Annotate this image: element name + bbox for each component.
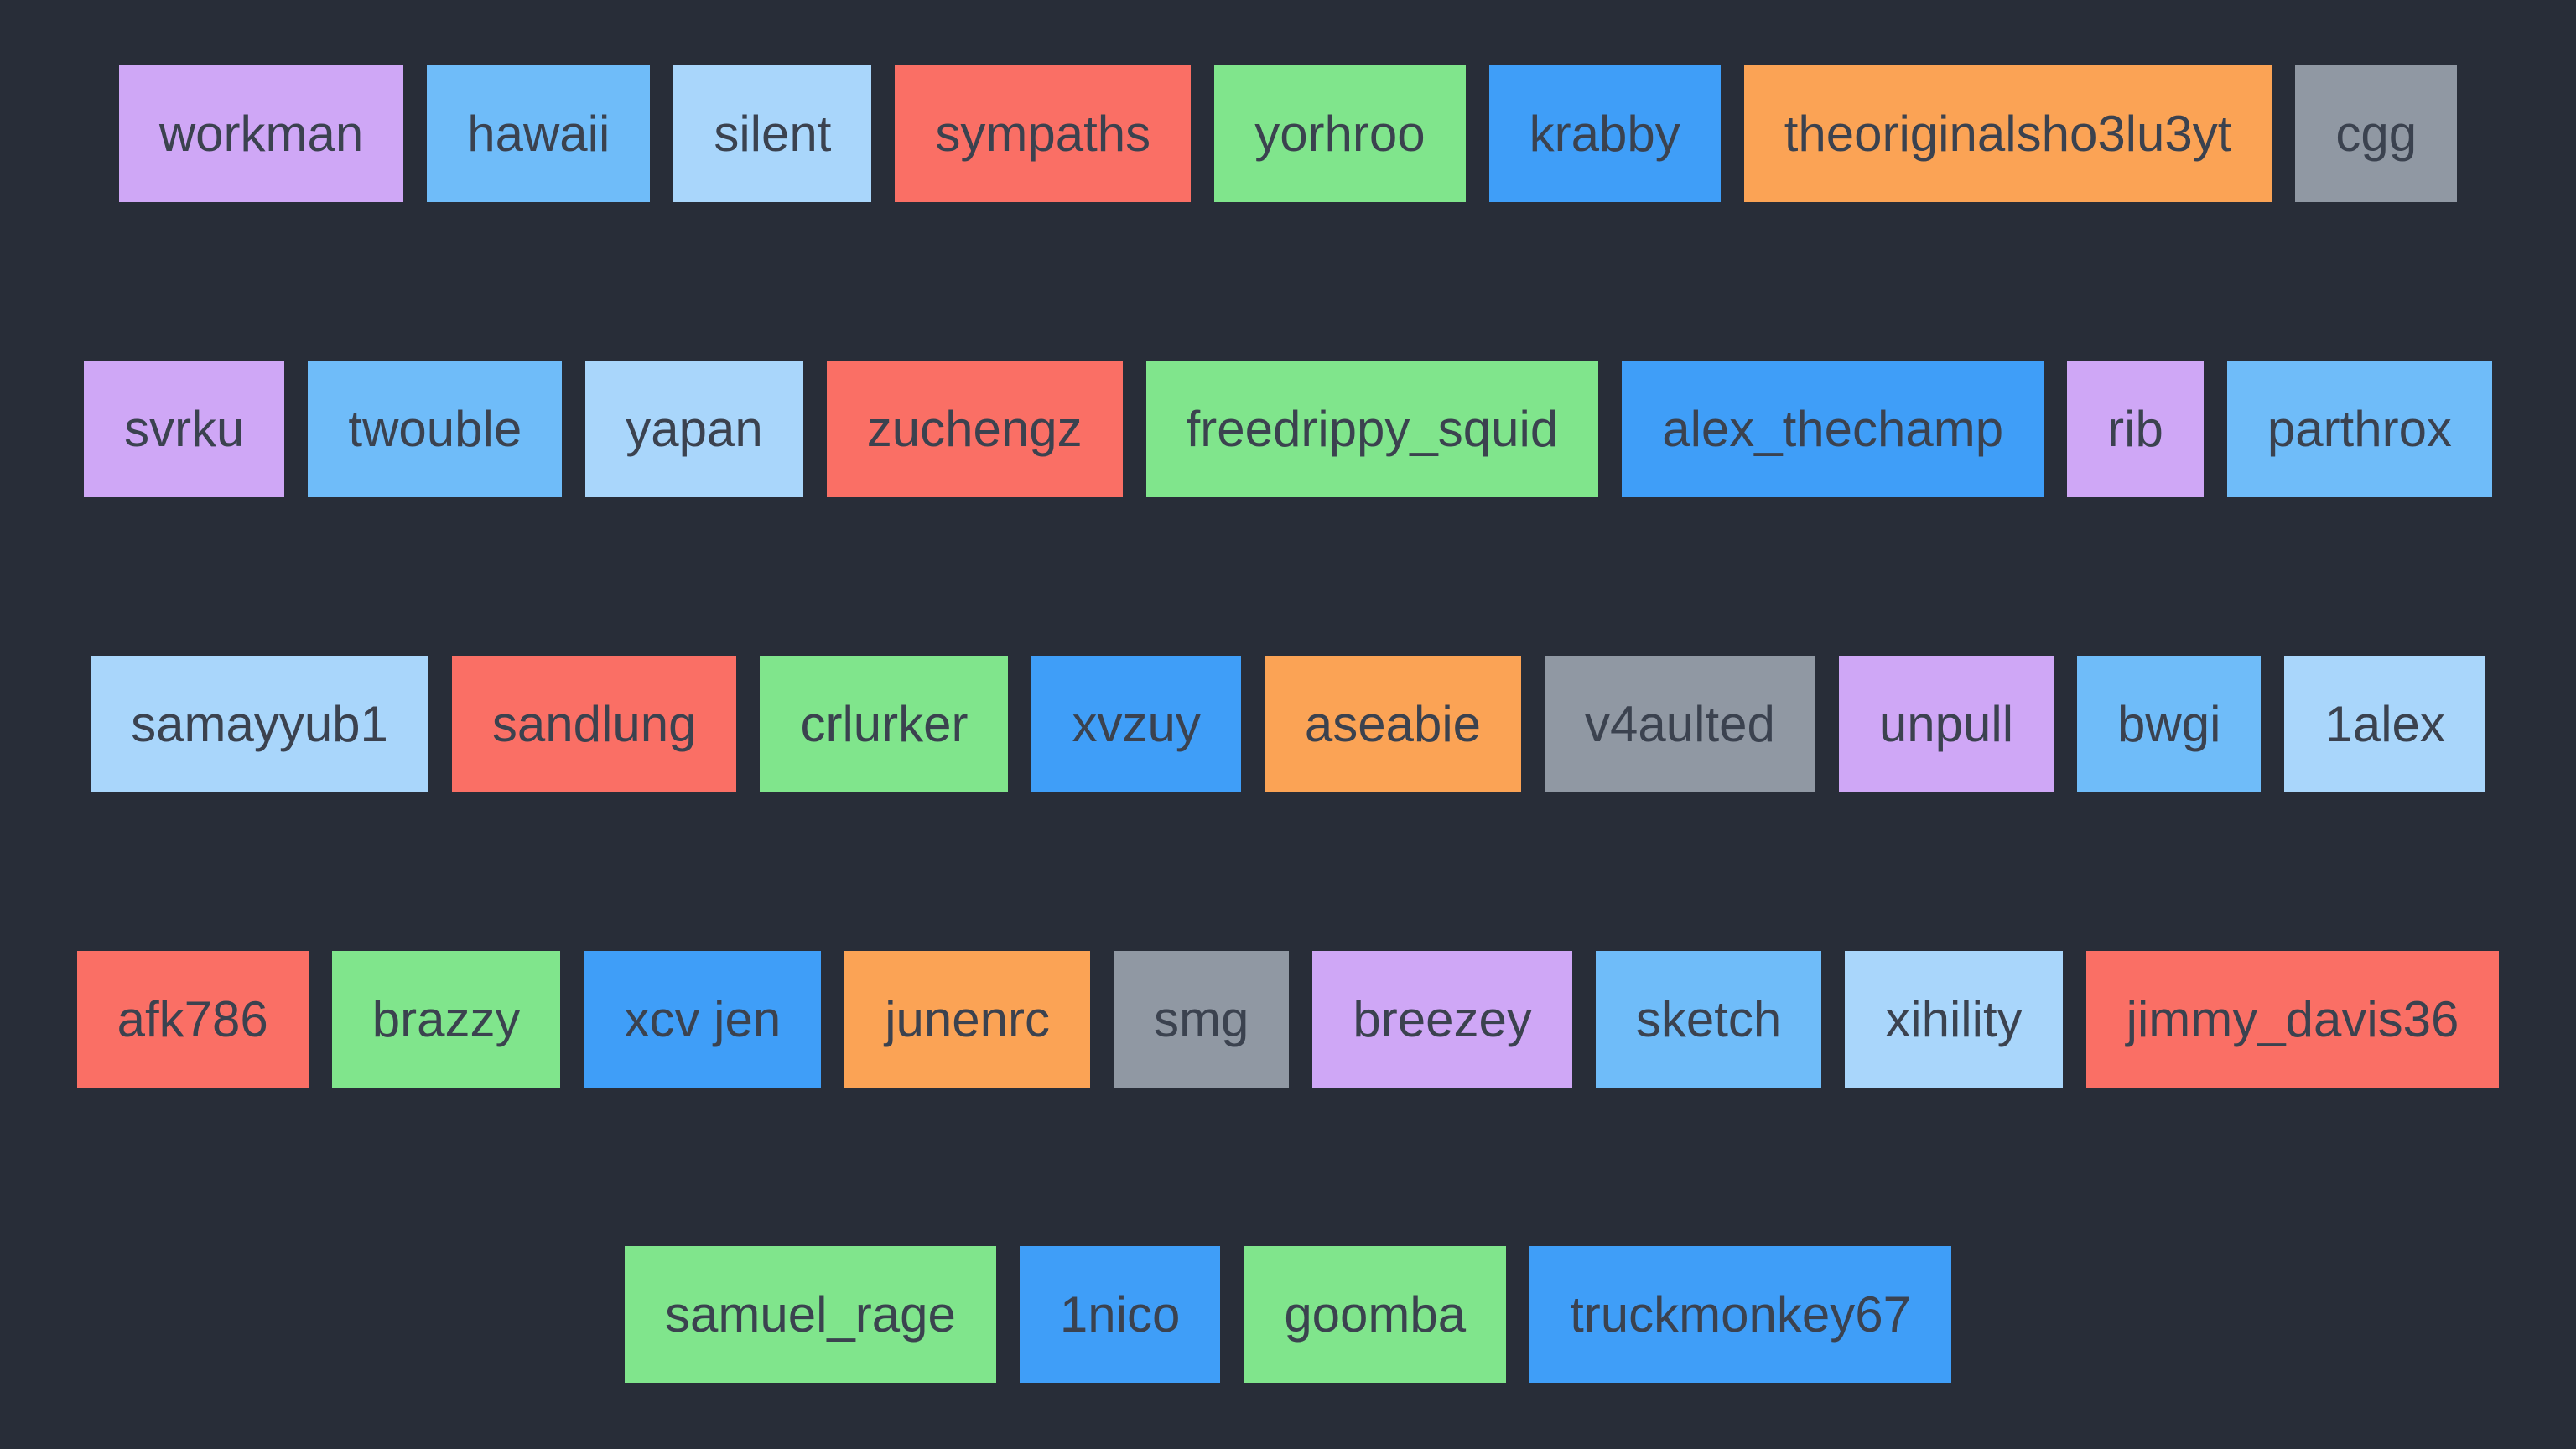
user-tag[interactable]: truckmonkey67 xyxy=(1530,1246,1951,1383)
user-tag[interactable]: samuel_rage xyxy=(625,1246,996,1383)
user-tag[interactable]: krabby xyxy=(1488,65,1721,202)
user-tag[interactable]: svrku xyxy=(84,361,285,497)
user-tag[interactable]: alex_thechamp xyxy=(1622,361,2044,497)
user-tag[interactable]: sympaths xyxy=(895,65,1192,202)
user-tag[interactable]: zuchengz xyxy=(826,361,1123,497)
user-tag[interactable]: goomba xyxy=(1244,1246,1507,1383)
user-tag[interactable]: xcv jen xyxy=(584,951,822,1088)
user-tag[interactable]: parthrox xyxy=(2226,361,2492,497)
user-tag[interactable]: 1nico xyxy=(1019,1246,1221,1383)
user-tag[interactable]: bwgi xyxy=(2077,656,2262,792)
user-tag[interactable]: v4aulted xyxy=(1545,656,1815,792)
user-tag[interactable]: yorhroo xyxy=(1214,65,1466,202)
user-tag[interactable]: rib xyxy=(2067,361,2204,497)
user-tag[interactable]: unpull xyxy=(1838,656,2054,792)
user-tag[interactable]: twouble xyxy=(308,361,563,497)
user-tag[interactable]: cgg xyxy=(2295,65,2458,202)
user-tag[interactable]: yapan xyxy=(585,361,803,497)
user-tag[interactable]: brazzy xyxy=(331,951,561,1088)
user-tag[interactable]: sketch xyxy=(1595,951,1822,1088)
user-tag[interactable]: xihility xyxy=(1845,951,2063,1088)
user-tag[interactable]: afk786 xyxy=(76,951,309,1088)
user-tag[interactable]: 1alex xyxy=(2284,656,2485,792)
user-tag[interactable]: hawaii xyxy=(427,65,651,202)
user-tag[interactable]: xvzuy xyxy=(1031,656,1241,792)
user-tag[interactable]: freedrippy_squid xyxy=(1145,361,1599,497)
user-tag[interactable]: silent xyxy=(673,65,872,202)
user-tag[interactable]: junenrc xyxy=(844,951,1090,1088)
user-tag[interactable]: crlurker xyxy=(760,656,1009,792)
user-tag[interactable]: sandlung xyxy=(451,656,737,792)
user-tag[interactable]: breezey xyxy=(1312,951,1572,1088)
user-tag[interactable]: jimmy_davis36 xyxy=(2085,951,2500,1088)
user-tag[interactable]: samayyub1 xyxy=(91,656,428,792)
user-tag[interactable]: aseabie xyxy=(1264,656,1522,792)
user-tag[interactable]: theoriginalsho3lu3yt xyxy=(1743,65,2272,202)
user-tag[interactable]: smg xyxy=(1114,951,1290,1088)
user-tag[interactable]: workman xyxy=(118,65,404,202)
